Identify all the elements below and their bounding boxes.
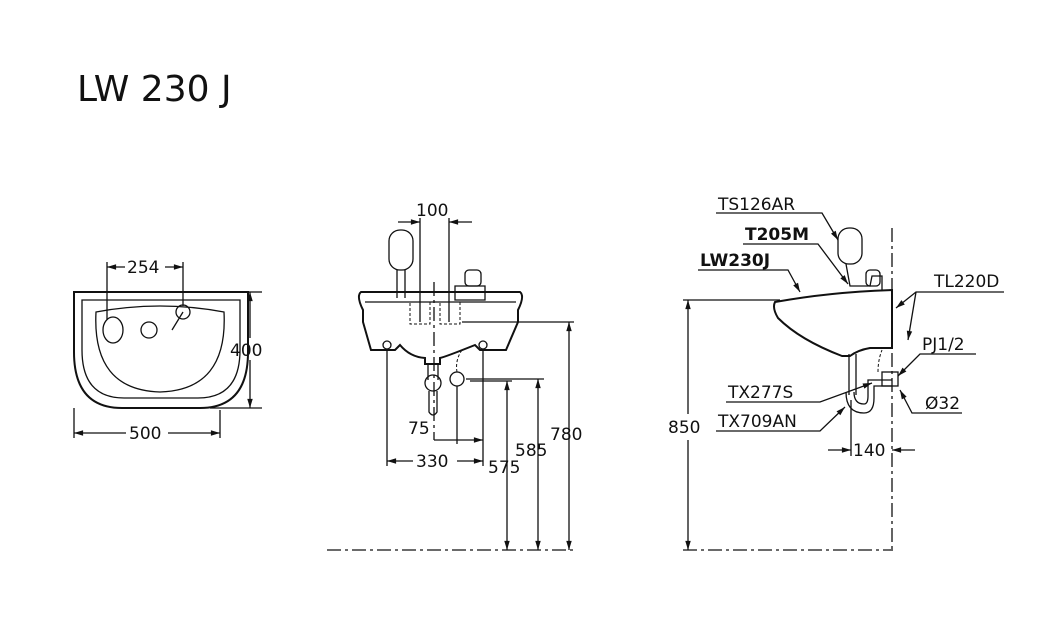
- dim-100: 100: [416, 201, 448, 221]
- dim-75: 75: [408, 419, 430, 439]
- dim-850: 850: [668, 418, 700, 438]
- dim-width: 500: [129, 424, 161, 444]
- dim-575: 575: [488, 458, 520, 478]
- basin-front: [357, 291, 524, 365]
- label-lw230j: LW230J: [700, 251, 770, 271]
- dim-depth: 400: [230, 341, 262, 361]
- drawing-title: LW 230 J: [77, 69, 232, 110]
- dim-330: 330: [416, 452, 448, 472]
- dim-585: 585: [515, 441, 547, 461]
- drain-top: [140, 321, 158, 339]
- stop-valve-front: [449, 371, 465, 387]
- basin-side: [773, 288, 893, 357]
- soap-dispenser-front: [388, 229, 414, 271]
- label-pj12: PJ1/2: [922, 335, 965, 355]
- label-tx709an: TX709AN: [717, 412, 797, 432]
- soap-dispenser-side: [837, 227, 863, 265]
- side-view: 850 140 TS126AR T205M LW230J TL220D PJ1/…: [668, 195, 1004, 551]
- label-ts126ar: TS126AR: [717, 195, 795, 215]
- dim-780: 780: [550, 425, 582, 445]
- dim-140: 140: [853, 441, 885, 461]
- top-view: 254 400 500: [73, 258, 262, 444]
- label-d32: Ø32: [925, 394, 960, 414]
- label-tl220d: TL220D: [933, 272, 999, 292]
- basin-outline-top: [73, 291, 249, 409]
- soap-dispenser-top: [102, 316, 124, 344]
- label-tx277s: TX277S: [727, 383, 793, 403]
- label-t205m: T205M: [745, 225, 809, 245]
- front-view: 100 75 330 780 585 575: [327, 201, 582, 551]
- faucet-handle-front: [464, 269, 482, 287]
- bowl-top: [95, 305, 225, 393]
- dim-tap-spacing: 254: [127, 258, 159, 278]
